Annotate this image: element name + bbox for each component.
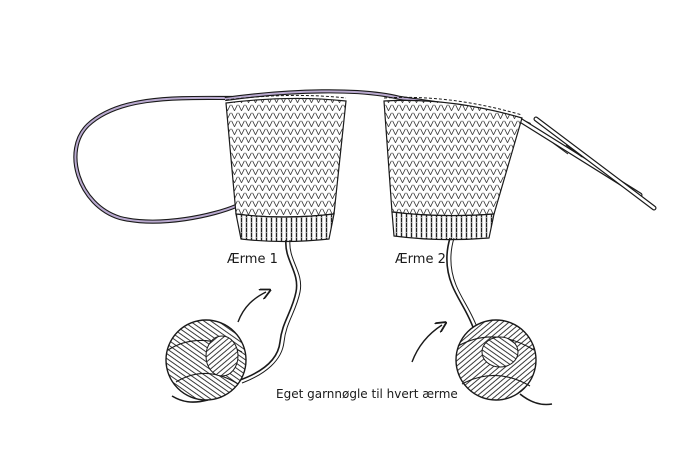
needle-tips bbox=[517, 116, 657, 211]
arrow-icon-1 bbox=[237, 292, 266, 323]
sleeve-2 bbox=[383, 96, 523, 241]
arrow-icon-2 bbox=[411, 325, 442, 363]
caption: Eget garnnøgle til hvert ærme bbox=[276, 387, 458, 401]
yarn-strands bbox=[171, 237, 553, 406]
yarn-ball-1 bbox=[165, 319, 247, 401]
sleeve-2-label: Ærme 2 bbox=[395, 252, 446, 267]
sleeve-1 bbox=[225, 94, 347, 243]
yarn-ball-2 bbox=[455, 319, 537, 401]
sleeve-1-label: Ærme 1 bbox=[227, 252, 278, 267]
